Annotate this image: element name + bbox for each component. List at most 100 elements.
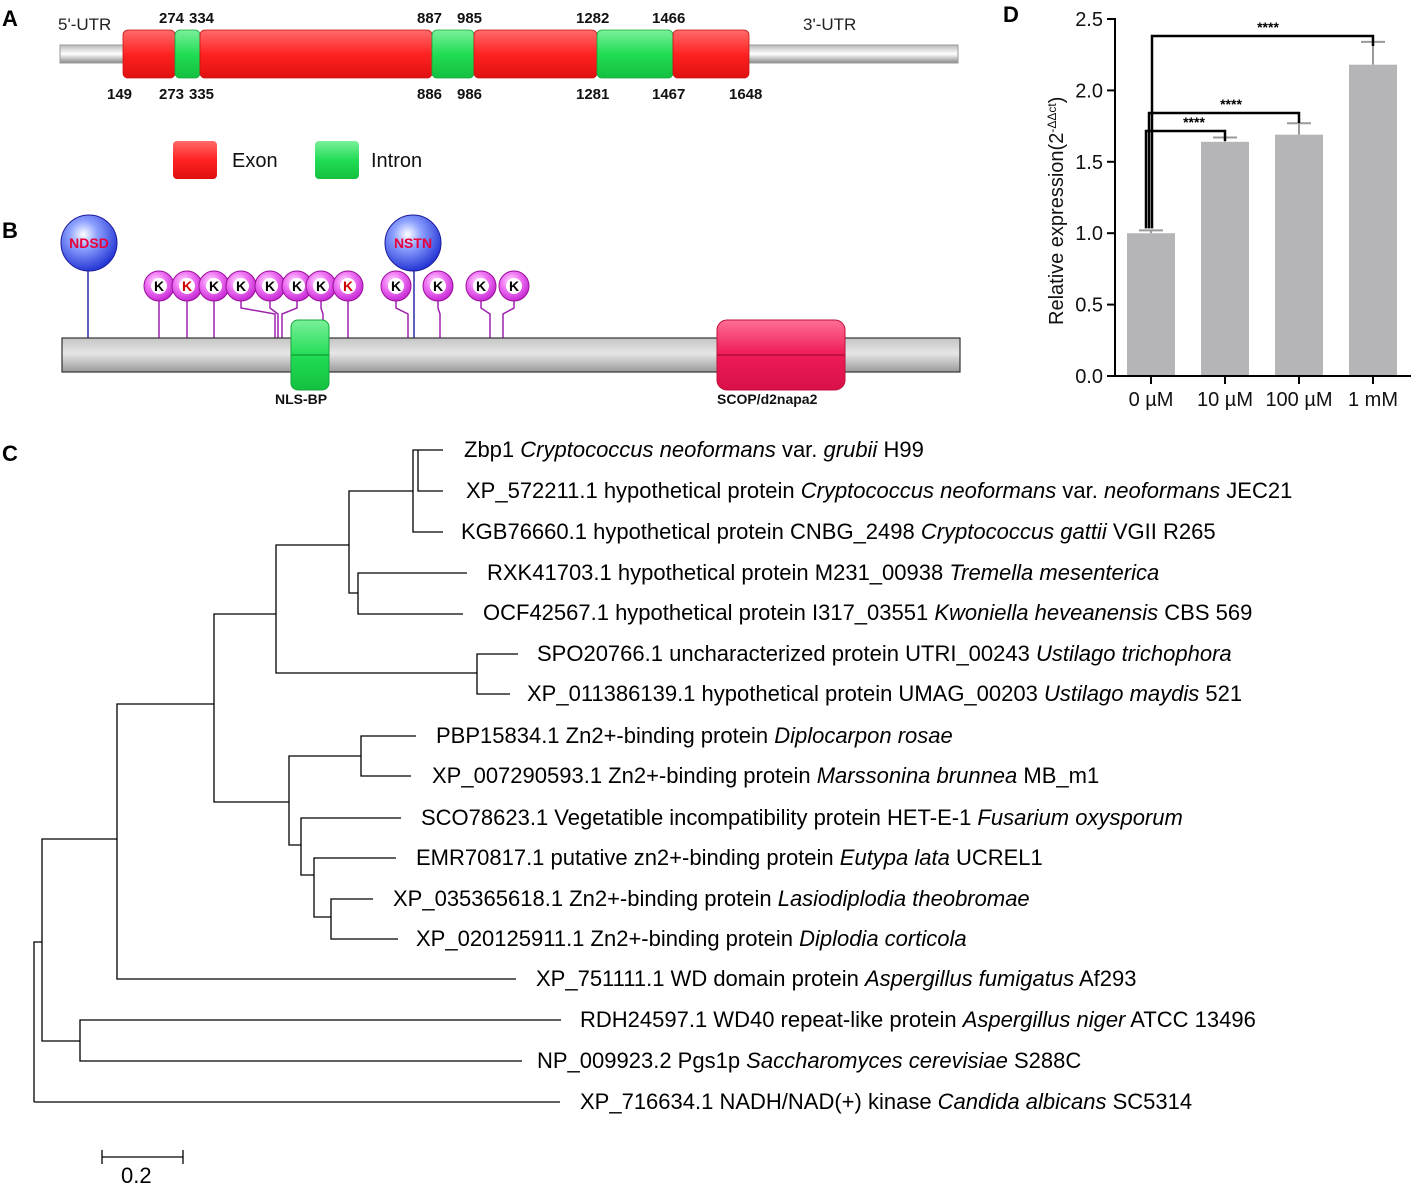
lysine-ball-core	[151, 278, 167, 294]
tree-leaf-label: RXK41703.1 hypothetical protein M231_009…	[487, 560, 1159, 585]
significance-stars: ****	[1257, 19, 1279, 35]
tree-leaf-label: RDH24597.1 WD40 repeat-like protein Aspe…	[580, 1007, 1256, 1032]
phylogenetic-tree: Zbp1 Cryptococcus neoformans var. grubii…	[33, 437, 1292, 1186]
lysine-ball-core	[340, 278, 356, 294]
pos-bottom-3: 335	[189, 86, 214, 103]
significance-stars: ****	[1220, 96, 1242, 112]
lysine-stem	[395, 301, 409, 338]
lysine-ball-core	[430, 278, 446, 294]
tree-branch	[360, 735, 416, 777]
tree-leaf-label: SPO20766.1 uncharacterized protein UTRI_…	[537, 641, 1232, 666]
gene-legend: Exon Intron	[173, 141, 422, 179]
pos-bottom-6: 1281	[576, 86, 609, 103]
tree-branch	[417, 450, 443, 492]
lysine-label: K	[209, 278, 219, 294]
lysine-ball-core	[473, 278, 489, 294]
scale-bar-label: 0.2	[121, 1163, 152, 1186]
intron-segment-2	[174, 29, 201, 79]
tree-leaf-label: XP_011386139.1 hypothetical protein UMAG…	[527, 681, 1242, 706]
legend-intron-label: Intron	[371, 150, 422, 172]
intron-segment-4	[431, 29, 475, 79]
lysine-label: K	[316, 278, 326, 294]
legend-intron-swatch	[315, 141, 359, 179]
x-tick-label: 0 µM	[1129, 389, 1174, 411]
tree-branch	[275, 544, 477, 674]
pos-bottom-1: 149	[107, 86, 132, 103]
tree-leaf-label: PBP15834.1 Zn2+-binding protein Diplocar…	[436, 723, 953, 748]
exon-segment-7	[672, 29, 750, 79]
tree-branch	[313, 857, 396, 918]
utr5-label: 5'-UTR	[58, 15, 111, 34]
tree-branch	[476, 653, 518, 695]
lysine-ball-core	[506, 278, 522, 294]
pos-top-6: 1466	[652, 10, 685, 27]
lysine-ball-core	[388, 278, 404, 294]
tree-branch	[412, 449, 443, 533]
lysine-stem	[269, 301, 279, 338]
exon-segment-5	[473, 29, 598, 79]
panel-label-a: A	[2, 6, 18, 31]
lysine-stem	[240, 301, 276, 338]
x-tick-label: 100 µM	[1265, 389, 1332, 411]
tree-branch	[33, 941, 560, 1103]
panel-label-b: B	[2, 218, 18, 243]
lysine-ball-core	[289, 278, 305, 294]
tree-leaf-label: KGB76660.1 hypothetical protein CNBG_249…	[461, 519, 1216, 544]
lysine-stem	[437, 301, 441, 338]
tree-branch	[348, 490, 413, 594]
pos-bottom-4: 886	[417, 86, 442, 103]
y-tick-label: 0.5	[1075, 295, 1103, 317]
bar-4	[1349, 64, 1397, 377]
utr3-label: 3'-UTR	[803, 15, 856, 34]
tree-leaf-label: XP_020125911.1 Zn2+-binding protein Dipl…	[416, 926, 967, 951]
scale-bar: 0.2	[101, 1150, 184, 1186]
lysine-label: K	[236, 278, 246, 294]
lysine-label: K	[154, 278, 164, 294]
glyco-site-ball	[60, 214, 118, 272]
tree-branch	[357, 572, 467, 615]
y-tick-label: 0.0	[1075, 366, 1103, 388]
tree-branch	[41, 838, 117, 1042]
lysine-ball-core	[262, 278, 278, 294]
lysine-label: K	[433, 278, 443, 294]
tree-leaf-label: XP_035365618.1 Zn2+-binding protein Lasi…	[393, 886, 1030, 911]
lysine-label: K	[509, 278, 519, 294]
lysine-label: K	[265, 278, 275, 294]
scop-label: SCOP/d2napa2	[717, 391, 818, 407]
tree-branch	[300, 817, 401, 876]
tree-leaf-label: SCO78623.1 Vegetatible incompatibility p…	[421, 805, 1183, 830]
tree-leaf-label: OCF42567.1 hypothetical protein I317_035…	[483, 600, 1252, 625]
tree-branch	[288, 755, 361, 846]
y-tick-label: 2.5	[1075, 9, 1103, 31]
intron-segment-6	[596, 29, 674, 79]
tree-leaf-label: XP_007290593.1 Zn2+-binding protein Mars…	[432, 763, 1099, 788]
exon-segment-1	[122, 29, 176, 79]
lysine-stem	[502, 301, 515, 338]
bar-2	[1201, 141, 1249, 376]
x-tick-label: 1 mM	[1348, 389, 1398, 411]
bar-3	[1275, 134, 1323, 376]
significance-bracket	[1150, 34, 1375, 229]
x-tick-label: 10 µM	[1197, 389, 1253, 411]
pos-top-2: 334	[189, 10, 215, 27]
tree-branch	[79, 1019, 561, 1062]
bar-1	[1127, 233, 1175, 376]
pos-top-1: 274	[159, 10, 185, 27]
panel-label-d: D	[1003, 2, 1019, 27]
nls-bp-domain	[290, 319, 330, 391]
tree-leaf-label: Zbp1 Cryptococcus neoformans var. grubii…	[464, 437, 924, 462]
glyco-site-ball	[384, 214, 442, 272]
tree-leaf-label: XP_572211.1 hypothetical protein Cryptoc…	[466, 478, 1292, 503]
tree-branch	[330, 898, 398, 940]
tree-branch	[213, 613, 289, 803]
lysine-ball-core	[233, 278, 249, 294]
y-axis-label: Relative expression(2-ΔΔct)	[1045, 97, 1068, 325]
exon-segment-3	[199, 29, 433, 79]
legend-exon-label: Exon	[232, 150, 278, 172]
tree-leaf-label: NP_009923.2 Pgs1p Saccharomyces cerevisi…	[537, 1048, 1081, 1073]
pos-bottom-2: 273	[159, 86, 184, 103]
significance-bracket	[1144, 129, 1227, 229]
y-tick-label: 2.0	[1075, 80, 1103, 102]
significance-stars: ****	[1183, 114, 1205, 130]
